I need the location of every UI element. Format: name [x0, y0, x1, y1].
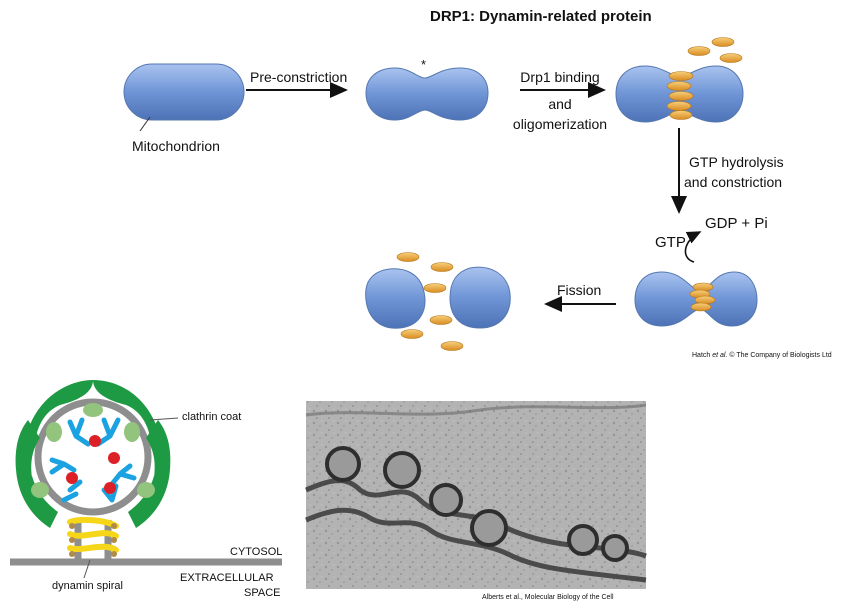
- gdp-pi-label: GDP + Pi: [705, 215, 768, 232]
- drp1-binding-label-2: and: [548, 96, 572, 112]
- credit-top: Hatch et al. © The Company of Biologists…: [692, 352, 832, 359]
- mitochondrion-pre-constricted: [365, 67, 489, 121]
- extracellular-label-1: EXTRACELLULAR: [180, 572, 274, 584]
- fission-label: Fission: [557, 282, 602, 298]
- credit-top-prefix: Hatch: [692, 352, 713, 359]
- page-title: DRP1: Dynamin-related protein: [430, 8, 652, 25]
- pre-constriction-label: Pre-constriction: [250, 69, 348, 85]
- asterisk-marker: *: [421, 57, 427, 72]
- drp1-binding-label-3: oligomerization: [512, 116, 608, 132]
- mitochondrion-drp1-bound: [615, 65, 744, 123]
- cytosol-label: CYTOSOL: [230, 546, 283, 558]
- mitochondria-divided: [365, 266, 511, 329]
- electron-micrograph: [305, 401, 647, 589]
- gtp-hydrolysis-label-2: and constriction: [684, 174, 783, 190]
- credit-top-italic: et al.: [712, 352, 728, 359]
- extracellular-label-2: SPACE: [244, 587, 281, 599]
- mitochondrion-label: Mitochondrion: [132, 138, 220, 154]
- gtp-label: GTP: [655, 234, 686, 251]
- gtp-hydrolysis-label-1: GTP hydrolysis: [689, 154, 784, 170]
- credit-bottom: Alberts et al., Molecular Biology of the…: [482, 594, 614, 601]
- dynamin-spiral-label: dynamin spiral: [52, 580, 123, 592]
- mitochondrion-intact: [123, 63, 245, 132]
- drp1-binding-label-1: Drp1 binding: [520, 69, 600, 85]
- mitochondrion-constricted: [634, 271, 758, 327]
- free-drp1-released: [396, 252, 464, 351]
- credit-top-suffix: © The Company of Biologists Ltd: [727, 352, 832, 359]
- gtp-cycle-arrow: [684, 231, 702, 263]
- clathrin-vesicle-diagram: [10, 380, 282, 579]
- free-drp1-upper: [687, 37, 743, 63]
- clathrin-coat-label: clathrin coat: [182, 411, 242, 423]
